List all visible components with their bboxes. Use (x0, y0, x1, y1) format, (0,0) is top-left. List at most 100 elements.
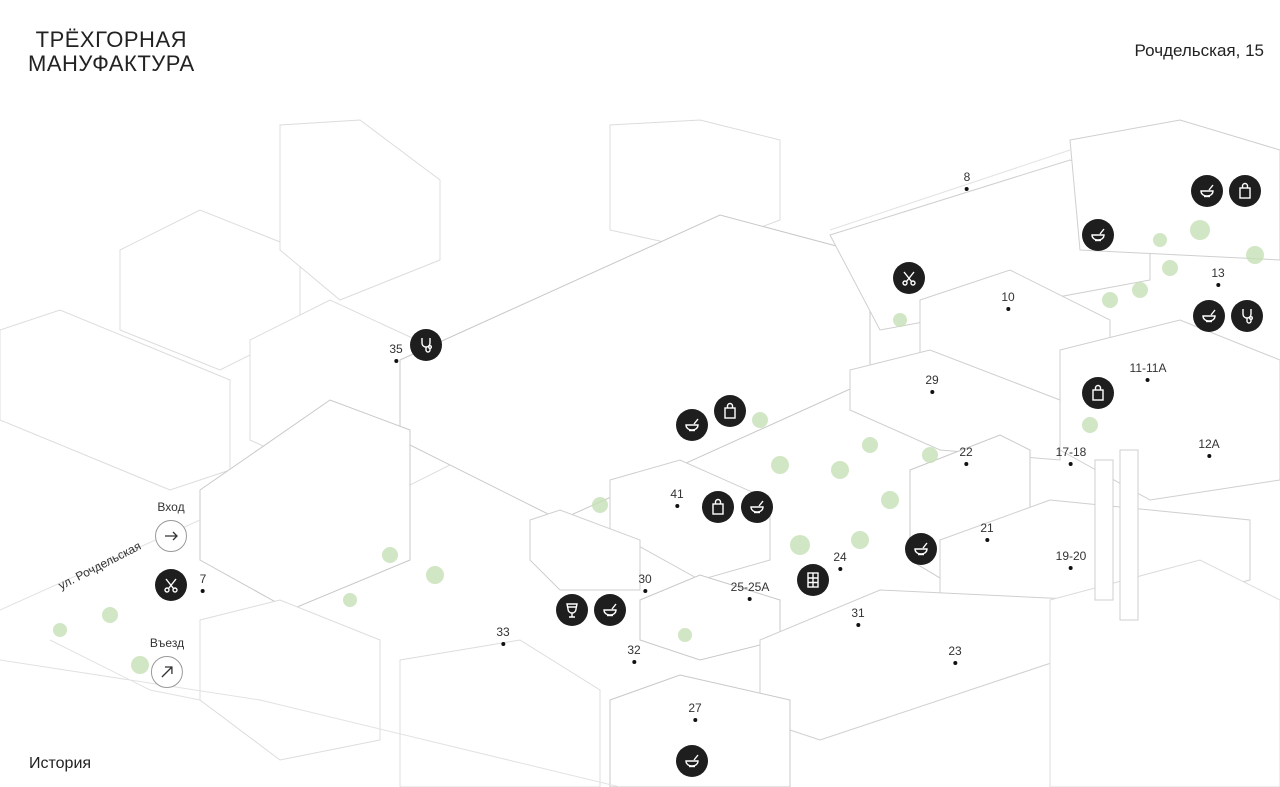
building-number: 23 (948, 644, 962, 658)
building-label[interactable]: 30 (638, 572, 652, 593)
building-label[interactable]: 29 (925, 373, 939, 394)
building-number: 35 (389, 342, 403, 356)
building-dot (929, 390, 934, 394)
building-dot (692, 718, 697, 722)
building-number: 32 (627, 643, 641, 657)
building-number: 11-11A (1129, 361, 1167, 375)
building-label[interactable]: 35 (389, 342, 403, 363)
building-number: 17-18 (1055, 445, 1087, 459)
logo[interactable]: ТРЁХГОРНАЯ МАНУФАКТУРА (28, 28, 195, 76)
building-label[interactable]: 8 (963, 170, 971, 191)
building-label[interactable]: 12A (1198, 437, 1220, 458)
entrance-button[interactable] (155, 520, 187, 552)
building-label[interactable]: 33 (496, 625, 510, 646)
bowl-icon (750, 500, 764, 514)
building-dot (674, 504, 679, 508)
building-number: 8 (963, 170, 971, 184)
entrance[interactable]: Вход (155, 500, 187, 552)
building-dot (631, 660, 636, 664)
drive-in-label: Въезд (149, 636, 185, 650)
bowl-icon (914, 542, 928, 556)
bowl-icon (1091, 228, 1105, 242)
nav-history[interactable]: История (29, 755, 92, 772)
bag-icon (712, 498, 724, 515)
building-label[interactable]: 27 (688, 701, 702, 722)
building-label[interactable]: 17-18 (1055, 445, 1087, 466)
scissors-icon (164, 578, 178, 593)
building-label[interactable]: 31 (851, 606, 865, 627)
bag-marker[interactable] (1082, 377, 1114, 409)
building-dot (837, 567, 842, 571)
bowl-marker[interactable] (1082, 219, 1114, 251)
bag-marker[interactable] (1229, 175, 1261, 207)
bowl-marker[interactable] (905, 533, 937, 565)
bowl-icon (1202, 309, 1216, 323)
building-number: 10 (1001, 290, 1015, 304)
building-dot (1005, 307, 1010, 311)
building-dot (984, 538, 989, 542)
scissors-marker[interactable] (155, 569, 187, 601)
building-number: 31 (851, 606, 865, 620)
building-label[interactable]: 25-25A (731, 580, 769, 601)
drive-in-button[interactable] (151, 656, 183, 688)
building-label[interactable]: 41 (670, 487, 684, 508)
building-dot (393, 359, 398, 363)
building-dot (1068, 566, 1073, 570)
building-label[interactable]: 24 (833, 550, 847, 571)
bowl-marker[interactable] (1191, 175, 1223, 207)
building-dot (747, 597, 752, 601)
glass-marker[interactable] (556, 594, 588, 626)
building-dot (952, 661, 957, 665)
grid-marker[interactable] (797, 564, 829, 596)
stethoscope-marker[interactable] (1231, 300, 1263, 332)
building-dot (1145, 378, 1150, 382)
building-number: 21 (980, 521, 994, 535)
building-number: 33 (496, 625, 510, 639)
building-dot (500, 642, 505, 646)
building-label[interactable]: 10 (1001, 290, 1015, 311)
bag-icon (1092, 384, 1104, 401)
bowl-marker[interactable] (594, 594, 626, 626)
scissors-marker[interactable] (893, 262, 925, 294)
bag-icon (1239, 182, 1251, 199)
building-dot (642, 589, 647, 593)
building-label[interactable]: 22 (959, 445, 973, 466)
building-label[interactable]: 7 (199, 572, 207, 593)
building-number: 24 (833, 550, 847, 564)
building-dot (1215, 283, 1220, 287)
logo-line-2: МАНУФАКТУРА (28, 51, 195, 76)
stethoscope-icon (421, 338, 432, 353)
building-label[interactable]: 23 (948, 644, 962, 665)
building-number: 22 (959, 445, 973, 459)
grid-icon (807, 572, 819, 588)
building-label[interactable]: 19-20 (1055, 549, 1087, 570)
address: Рочдельская, 15 (1134, 41, 1264, 60)
bag-marker[interactable] (714, 395, 746, 427)
stethoscope-marker[interactable] (410, 329, 442, 361)
building-label[interactable]: 32 (627, 643, 641, 664)
building-number: 7 (199, 572, 207, 586)
bowl-marker[interactable] (676, 409, 708, 441)
building-number: 13 (1211, 266, 1225, 280)
drive-in[interactable]: Въезд (150, 636, 184, 688)
building-number: 29 (925, 373, 939, 387)
bag-icon (724, 402, 736, 419)
bowl-icon (685, 418, 699, 432)
building-dot (1068, 462, 1073, 466)
building-label[interactable]: 21 (980, 521, 994, 542)
building-number: 19-20 (1055, 549, 1087, 563)
arrow-right-icon (165, 531, 178, 541)
building-number: 30 (638, 572, 652, 586)
arrow-up-right-icon (161, 666, 173, 678)
bowl-marker[interactable] (741, 491, 773, 523)
bowl-icon (603, 603, 617, 617)
building-dot (963, 462, 968, 466)
bag-marker[interactable] (702, 491, 734, 523)
bowl-icon (685, 754, 699, 768)
building-label[interactable]: 11-11A (1129, 361, 1167, 382)
building-dot (965, 187, 969, 191)
building-label[interactable]: 13 (1211, 266, 1225, 287)
bowl-marker[interactable] (676, 745, 708, 777)
bowl-marker[interactable] (1193, 300, 1225, 332)
building-number: 27 (688, 701, 702, 715)
